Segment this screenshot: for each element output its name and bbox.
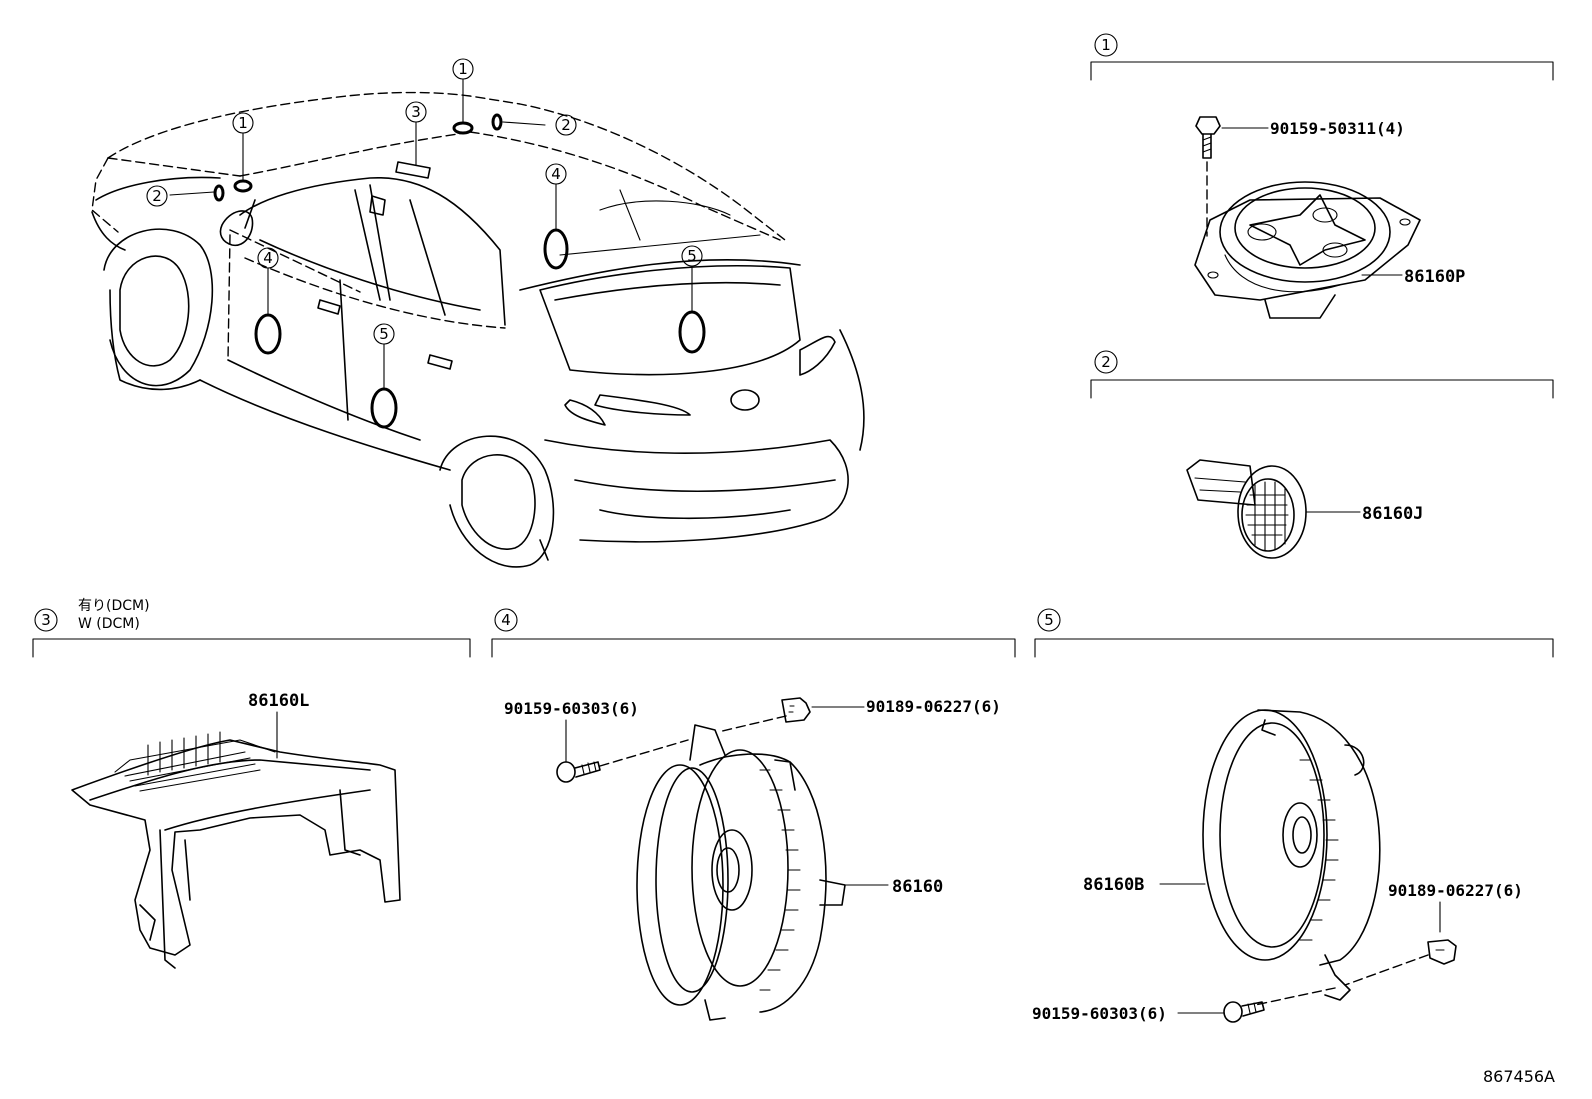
- part-label-86160: 86160: [892, 877, 943, 897]
- bolt-icon: [1195, 116, 1221, 237]
- part-label-86160b: 86160B: [1083, 875, 1144, 895]
- part-label-90189-06227-a: 90189-06227(6): [866, 697, 1001, 716]
- section-3: 3 有り(DCM) W (DCM) 86160L: [32, 598, 471, 969]
- svg-text:5: 5: [379, 325, 389, 343]
- section-2: 2 86160J: [1090, 350, 1554, 559]
- svg-text:1: 1: [458, 60, 468, 78]
- svg-text:2: 2: [1101, 353, 1111, 371]
- callout-5a: 5: [373, 323, 395, 345]
- car-illustration: [91, 78, 865, 568]
- part-label-90159-60303-a: 90159-60303(6): [504, 699, 639, 718]
- marker-5b: [678, 310, 706, 354]
- callout-1b: 1: [452, 58, 474, 80]
- marker-5a: [370, 387, 398, 429]
- svg-text:4: 4: [551, 165, 561, 183]
- section-3-note-1: 有り(DCM): [78, 598, 150, 614]
- screw-icon-b: [1223, 1001, 1265, 1023]
- callout-1a: 1: [232, 112, 254, 134]
- part-label-90159-50311: 90159-50311(4): [1270, 119, 1405, 138]
- svg-text:2: 2: [152, 187, 162, 205]
- svg-text:3: 3: [41, 611, 51, 629]
- part-label-86160l: 86160L: [248, 691, 309, 711]
- svg-text:4: 4: [263, 249, 273, 267]
- marker-4b: [543, 228, 569, 270]
- section-5: 5 86160B 90189-06227(6) 90159-: [1032, 608, 1554, 1023]
- callout-4a: 4: [257, 247, 279, 269]
- marker-4a: [254, 313, 282, 355]
- screw-icon: [556, 761, 601, 783]
- svg-text:5: 5: [687, 247, 697, 265]
- section-4: 4 90159-60303(6) 90189-06227(6): [491, 608, 1016, 1021]
- part-label-86160j: 86160J: [1362, 504, 1423, 524]
- svg-text:1: 1: [238, 114, 248, 132]
- marker-1b: [452, 121, 474, 135]
- svg-text:1: 1: [1101, 36, 1111, 54]
- marker-2b: [491, 113, 503, 131]
- svg-text:3: 3: [411, 103, 421, 121]
- part-label-90189-06227-b: 90189-06227(6): [1388, 881, 1523, 900]
- marker-1a: [233, 179, 253, 193]
- callout-2a: 2: [146, 185, 168, 207]
- part-label-86160p: 86160P: [1404, 267, 1465, 287]
- tweeter-86160j: [1186, 459, 1307, 559]
- callout-2b: 2: [555, 114, 577, 136]
- svg-text:2: 2: [561, 116, 571, 134]
- section-1: 1 90159-50311(4) 86160P: [1090, 33, 1554, 319]
- speaker-86160: [636, 724, 846, 1021]
- clip-icon-b: [1427, 939, 1457, 965]
- marker-2a: [213, 184, 225, 202]
- callout-5b: 5: [681, 245, 703, 267]
- part-label-90159-60303-b: 90159-60303(6): [1032, 1004, 1167, 1023]
- callout-3: 3: [405, 101, 427, 123]
- clip-icon-a: [781, 697, 811, 723]
- bracket-86160l: [71, 731, 401, 969]
- svg-text:5: 5: [1044, 611, 1054, 629]
- svg-text:4: 4: [501, 611, 511, 629]
- diagram-number: 867456A: [1483, 1067, 1555, 1086]
- speaker-86160b: [1202, 709, 1381, 1001]
- section-3-note-2: W (DCM): [78, 616, 140, 632]
- callout-4b: 4: [545, 163, 567, 185]
- speaker-86160p: [1194, 181, 1421, 319]
